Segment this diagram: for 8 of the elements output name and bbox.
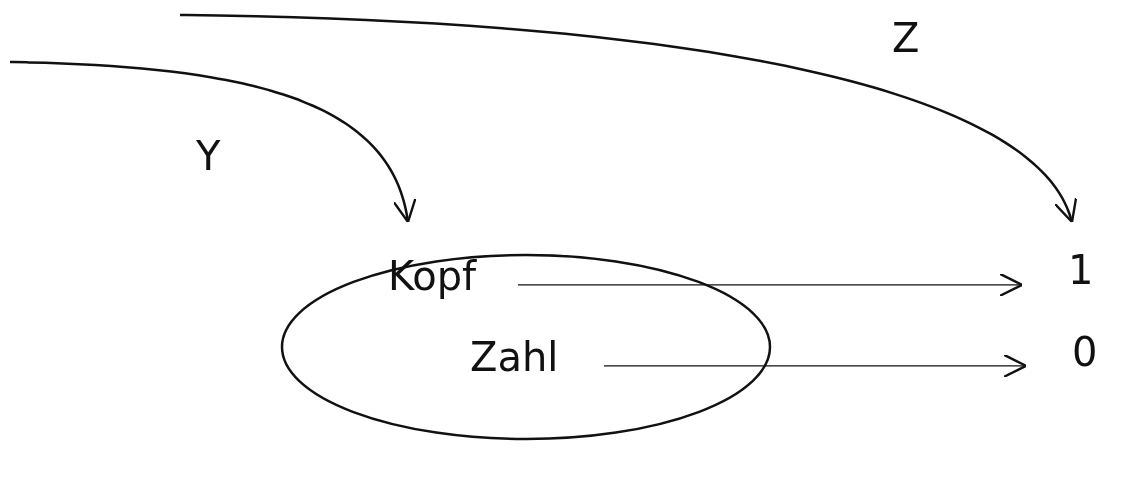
arrow: [517, 272, 1024, 297]
arrow: [180, 13, 1078, 224]
arrow: [9, 60, 417, 224]
value-label: 0: [1072, 332, 1098, 372]
value-label: 1: [1068, 250, 1094, 290]
arrow: [603, 353, 1028, 378]
ellipse-shape: [280, 253, 772, 441]
outcome-label: Zahl: [470, 337, 559, 377]
